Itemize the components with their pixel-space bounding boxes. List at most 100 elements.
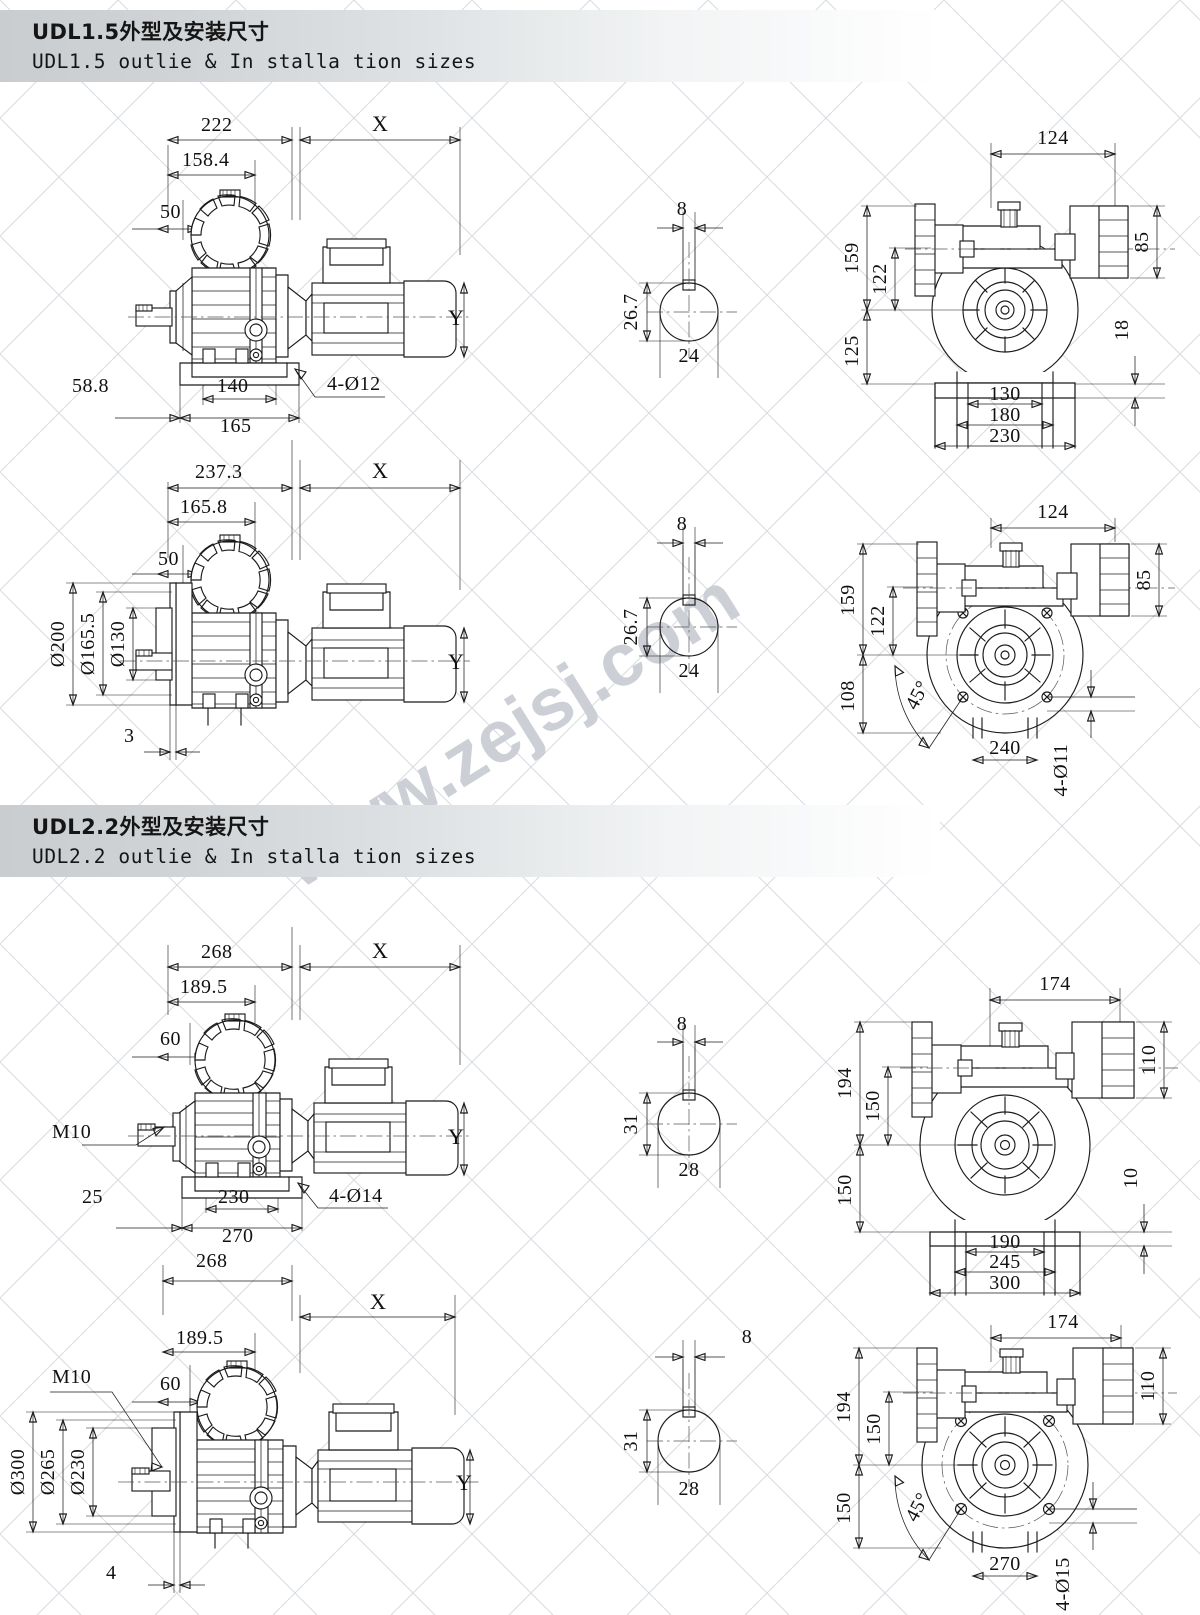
dim-124: 124 bbox=[1037, 127, 1069, 149]
note-4-o15: 4-Ø15 bbox=[1052, 1557, 1074, 1611]
drawing-udl22-foot-side: 268 X 189.5 60 bbox=[40, 905, 490, 1247]
dim-159: 159 bbox=[837, 584, 859, 616]
dim-165: 165 bbox=[220, 415, 252, 437]
drawing-udl15-flange-front: 124 bbox=[795, 470, 1190, 800]
dim-270: 270 bbox=[222, 1225, 254, 1247]
dim-110: 110 bbox=[1137, 1371, 1159, 1402]
note-m10: M10 bbox=[52, 1366, 91, 1388]
dim-268: 268 bbox=[196, 1250, 228, 1272]
dim-150-upper: 150 bbox=[862, 1090, 884, 1122]
dim-124: 124 bbox=[1037, 501, 1069, 523]
dim-26-7: 26.7 bbox=[620, 609, 642, 646]
drawing-udl22-flange-front: 174 bbox=[795, 1280, 1195, 1615]
dim-d200: Ø200 bbox=[47, 621, 69, 667]
section-title-cn-udl15: UDL1.5外型及安装尺寸 bbox=[32, 20, 270, 44]
dim-24: 24 bbox=[679, 660, 700, 682]
dim-key-8: 8 bbox=[677, 513, 688, 535]
dim-45deg: 45° bbox=[901, 677, 934, 713]
drawing-udl15-foot-front: 124 bbox=[805, 108, 1195, 451]
dim-26-7: 26.7 bbox=[620, 294, 642, 331]
dim-230: 230 bbox=[218, 1186, 250, 1208]
note-m10: M10 bbox=[52, 1121, 91, 1143]
dim-28: 28 bbox=[679, 1159, 700, 1181]
dim-150-upper: 150 bbox=[863, 1413, 885, 1445]
dim-60: 60 bbox=[160, 1373, 181, 1395]
dim-60: 60 bbox=[160, 1028, 181, 1050]
dim-190: 190 bbox=[989, 1231, 1021, 1253]
dim-159: 159 bbox=[841, 242, 863, 274]
drawing-udl22-flange-side: 268 X 189.5 60 bbox=[0, 1245, 490, 1610]
dim-110: 110 bbox=[1138, 1045, 1160, 1076]
dim-X: X bbox=[372, 458, 388, 483]
dim-d230: Ø230 bbox=[67, 1449, 89, 1495]
dim-130: 130 bbox=[989, 383, 1021, 405]
dim-174: 174 bbox=[1039, 973, 1071, 995]
dim-222: 222 bbox=[201, 114, 233, 136]
dim-d265: Ø265 bbox=[37, 1449, 59, 1495]
dim-122: 122 bbox=[869, 263, 891, 295]
dim-165-8: 165.8 bbox=[180, 496, 228, 518]
dim-28: 28 bbox=[679, 1478, 700, 1500]
dim-24: 24 bbox=[679, 345, 700, 367]
dim-140: 140 bbox=[217, 375, 249, 397]
dim-X: X bbox=[372, 938, 388, 963]
drawing-udl15-shaft-section: 8 26.7 24 bbox=[595, 190, 795, 380]
note-4-o12: 4-Ø12 bbox=[327, 373, 381, 395]
dim-3: 3 bbox=[124, 725, 135, 747]
dim-230: 230 bbox=[989, 425, 1021, 447]
dim-240: 240 bbox=[989, 737, 1021, 759]
drawing-udl15-foot-side: 222 X 158.4 50 bbox=[40, 105, 490, 437]
dim-58-8: 58.8 bbox=[72, 375, 109, 397]
dim-237-3: 237.3 bbox=[195, 461, 243, 483]
dim-189-5: 189.5 bbox=[180, 976, 228, 998]
dim-85: 85 bbox=[1133, 570, 1155, 591]
dim-Y: Y bbox=[448, 649, 464, 674]
dim-108: 108 bbox=[837, 680, 859, 712]
section-title-udl15: UDL1.5外型及安装尺寸 UDL1.5 outlie & In stalla … bbox=[32, 17, 476, 77]
dim-150-lower: 150 bbox=[834, 1174, 856, 1206]
dim-18: 18 bbox=[1111, 320, 1133, 341]
dim-d300: Ø300 bbox=[7, 1449, 29, 1495]
dim-31: 31 bbox=[620, 1431, 642, 1452]
dim-50: 50 bbox=[160, 201, 181, 223]
dim-X: X bbox=[372, 111, 388, 136]
dim-85: 85 bbox=[1131, 232, 1153, 253]
dim-50: 50 bbox=[158, 548, 179, 570]
dim-194: 194 bbox=[834, 1067, 856, 1099]
dim-189-5: 189.5 bbox=[176, 1327, 224, 1349]
dim-245: 245 bbox=[989, 1251, 1021, 1273]
dim-158-4: 158.4 bbox=[182, 149, 230, 171]
dim-270: 270 bbox=[989, 1553, 1021, 1575]
section-title-en-udl22: UDL2.2 outlie & In stalla tion sizes bbox=[32, 845, 477, 868]
drawing-udl22-foot-front: 174 bbox=[800, 960, 1195, 1298]
dim-122: 122 bbox=[867, 605, 889, 637]
dim-d165-5: Ø165.5 bbox=[77, 613, 99, 675]
dim-25: 25 bbox=[82, 1186, 103, 1208]
section-title-cn-udl22: UDL2.2外型及安装尺寸 bbox=[32, 815, 270, 839]
dim-150-lower: 150 bbox=[833, 1492, 855, 1524]
dim-key-8: 8 bbox=[677, 1013, 688, 1035]
dim-4: 4 bbox=[106, 1562, 117, 1584]
dim-d130: Ø130 bbox=[107, 621, 129, 667]
dim-174: 174 bbox=[1047, 1311, 1079, 1333]
dim-X: X bbox=[370, 1289, 386, 1314]
dim-key-8: 8 bbox=[677, 198, 688, 220]
section-title-udl22: UDL2.2外型及安装尺寸 UDL2.2 outlie & In stalla … bbox=[32, 812, 476, 872]
dim-268: 268 bbox=[201, 941, 233, 963]
dim-Y: Y bbox=[448, 305, 464, 330]
note-4-o11: 4-Ø11 bbox=[1050, 744, 1072, 797]
drawing-udl15-flange-side: 237.3 X 165.8 50 bbox=[40, 440, 490, 770]
dim-31: 31 bbox=[620, 1114, 642, 1135]
section-title-en-udl15: UDL1.5 outlie & In stalla tion sizes bbox=[32, 50, 477, 73]
dim-180: 180 bbox=[989, 404, 1021, 426]
dim-key-8: 8 bbox=[742, 1326, 753, 1348]
drawing-udl22-shaft-section: 8 31 28 bbox=[595, 1000, 795, 1190]
dim-Y: Y bbox=[448, 1124, 464, 1149]
dim-10: 10 bbox=[1120, 1168, 1142, 1189]
note-4-o14: 4-Ø14 bbox=[329, 1185, 383, 1207]
dim-Y: Y bbox=[456, 1470, 472, 1495]
drawing-udl15-flange-shaft-section: 8 26.7 24 bbox=[595, 505, 795, 695]
drawing-udl22-flange-shaft-section: 8 31 28 bbox=[595, 1315, 805, 1510]
dim-125: 125 bbox=[841, 335, 863, 367]
dim-194: 194 bbox=[833, 1391, 855, 1423]
